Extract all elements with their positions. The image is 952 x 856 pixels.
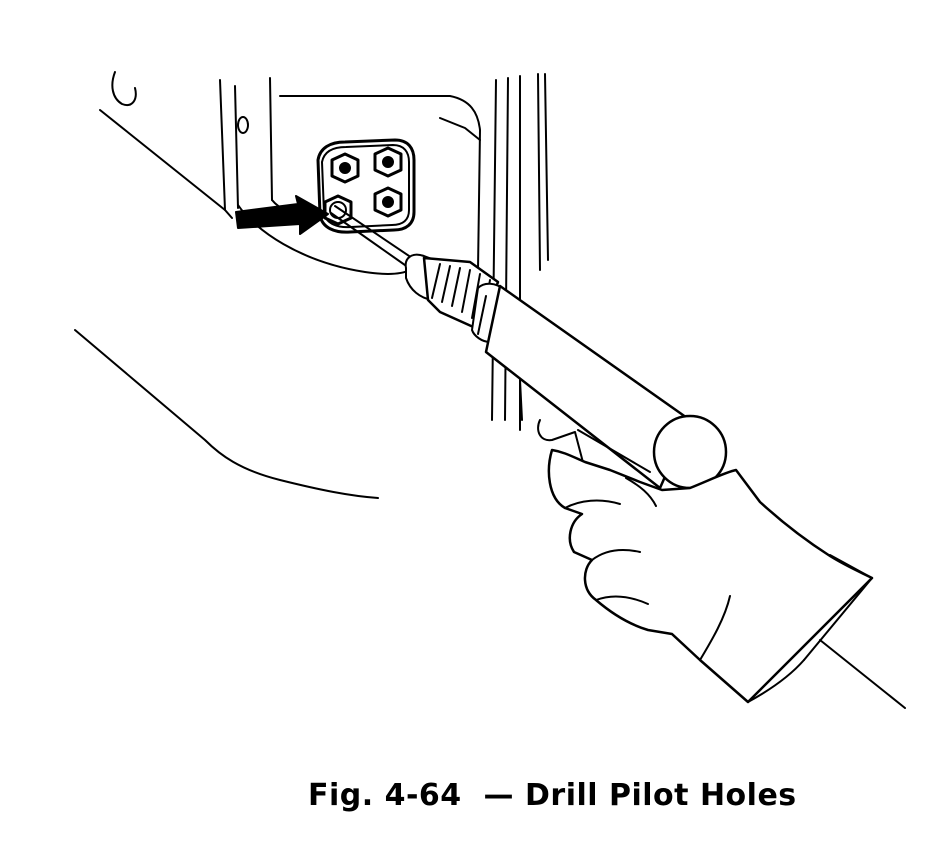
mounting-plate-icon <box>316 138 416 234</box>
drill-icon <box>330 205 728 490</box>
pointer-arrow-icon <box>235 195 329 235</box>
gloved-hand-icon <box>547 448 906 709</box>
figure-caption: Fig. 4-64 — Drill Pilot Holes <box>308 778 797 813</box>
